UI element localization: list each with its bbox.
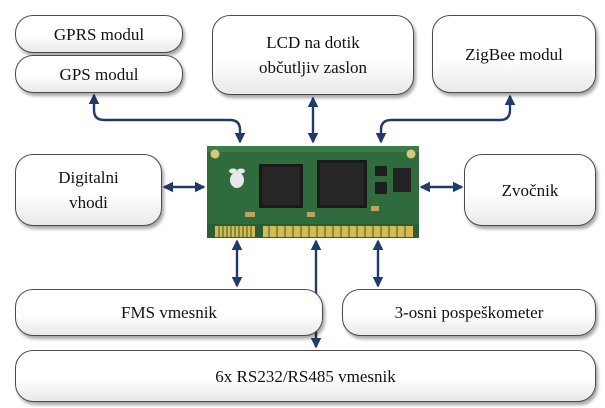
rs232-rs485-interface-label: 6x RS232/RS485 vmesnik xyxy=(215,366,396,386)
accelerometer-label: 3-osni pospeškometer xyxy=(394,303,544,322)
speaker-box: Zvočnik xyxy=(464,154,596,226)
compute-module-image xyxy=(207,146,419,238)
lcd-touchscreen-box: LCD na dotik občutljiv zaslon xyxy=(212,15,414,95)
accelerometer-box: 3-osni pospeškometer xyxy=(342,289,596,336)
raspberry-logo-icon xyxy=(229,168,245,188)
lcd-label-line2: občutljiv zaslon xyxy=(258,58,368,77)
rs232-rs485-interface-box: 6x RS232/RS485 vmesnik xyxy=(15,350,596,402)
arrow-gps xyxy=(88,93,246,144)
lcd-label-line1: LCD na dotik xyxy=(266,33,360,52)
arrow-zigbee xyxy=(375,94,516,144)
digital-inputs-box: Digitalni vhodi xyxy=(15,154,162,226)
fms-interface-box: FMS vmesnik xyxy=(15,289,323,336)
digital-inputs-line2: vhodi xyxy=(69,193,108,212)
zigbee-module-box: ZigBee modul xyxy=(432,15,596,93)
compute-module-board xyxy=(207,146,419,238)
gprs-module-box: GPRS modul xyxy=(15,15,183,53)
zigbee-module-label: ZigBee modul xyxy=(465,44,563,64)
gprs-module-label: GPRS modul xyxy=(53,24,145,44)
speaker-label: Zvočnik xyxy=(501,180,559,200)
fms-interface-label: FMS vmesnik xyxy=(121,303,217,322)
gps-module-label: GPS modul xyxy=(59,64,139,84)
digital-inputs-line1: Digitalni xyxy=(58,168,119,187)
gps-module-box: GPS modul xyxy=(15,55,183,93)
